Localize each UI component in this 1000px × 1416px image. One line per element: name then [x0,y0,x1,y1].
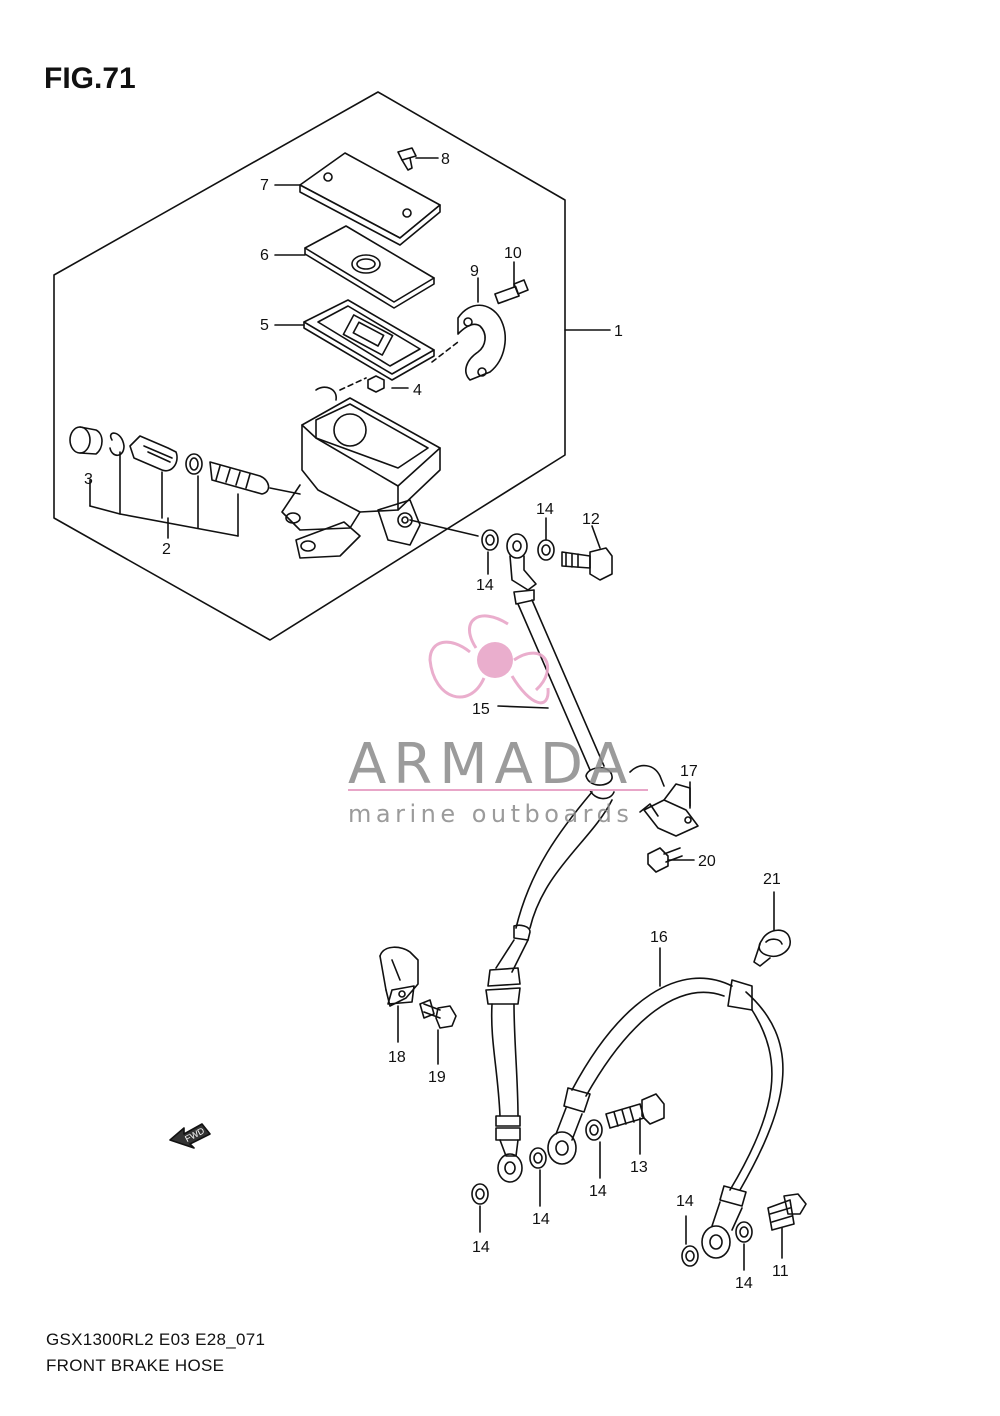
callout-11: 11 [772,1263,789,1280]
upper-brake-hose-part [485,533,615,1183]
assembly-boundary [53,91,566,641]
float-part [367,375,385,393]
reservoir-cap-part [299,152,441,246]
callout-6: 6 [260,247,269,264]
washer-14-lower-e [735,1221,753,1243]
diaphragm-part [303,299,435,381]
washer-14-lower-b [529,1147,547,1169]
callout-3: 3 [84,471,93,488]
callout-14e: 14 [472,1239,490,1256]
callout-10: 10 [504,245,522,262]
callout-8: 8 [441,151,450,168]
callout-14a: 14 [536,501,554,518]
bolt-19-part [419,999,457,1029]
figure-title: FIG.71 [44,62,136,95]
watermark-subtitle: marine outboards [348,800,634,828]
bleeder-bolt-11-part [767,1193,807,1231]
callout-14g: 14 [735,1275,753,1292]
callout-7: 7 [260,177,269,194]
callout-5: 5 [260,317,269,334]
fwd-direction-icon [169,1123,211,1149]
callout-21: 21 [763,871,781,888]
washer-14-top-left [481,529,499,551]
drawing-code: GSX1300RL2 E03 E28_071 [46,1330,266,1349]
master-cylinder-body [281,386,441,559]
hose-clip-18-part [379,946,419,1007]
callout-17: 17 [680,763,698,780]
drawing-caption: FRONT BRAKE HOSE [46,1356,225,1375]
hose-clamp-21-part [753,929,791,967]
banjo-bolt-12-part [561,547,613,581]
callout-14d: 14 [532,1211,550,1228]
callout-18: 18 [388,1049,406,1066]
callout-15: 15 [472,701,490,718]
callout-14f: 14 [676,1193,694,1210]
callout-20: 20 [698,853,716,870]
piston-kit-parts [69,426,301,495]
watermark-name: ARMADA [348,732,635,797]
callout-12: 12 [582,511,600,528]
callout-14b: 14 [476,577,494,594]
washer-14-lower-d [681,1245,699,1267]
callout-4: 4 [413,382,422,399]
callout-16: 16 [650,929,668,946]
bolt-20-part [647,847,683,873]
banjo-bolt-13-part [605,1093,665,1129]
callout-9: 9 [470,263,479,280]
diaphragm-plate-part [304,225,435,309]
callout-13: 13 [630,1159,648,1176]
callout-19: 19 [428,1069,446,1086]
screw-8-part [397,147,417,171]
watermark-propeller-icon [428,614,550,705]
callout-14c: 14 [589,1183,607,1200]
washer-14-top-right [537,539,555,561]
clamp-holder-part [457,304,506,381]
washer-14-lower-c [585,1119,603,1141]
callout-1: 1 [614,323,623,340]
callout-2: 2 [162,541,171,558]
bolt-10-part [494,279,529,305]
washer-14-lower-a [471,1183,489,1205]
hose-bracket-17-part [629,764,699,837]
lower-brake-hose-part [547,977,784,1259]
